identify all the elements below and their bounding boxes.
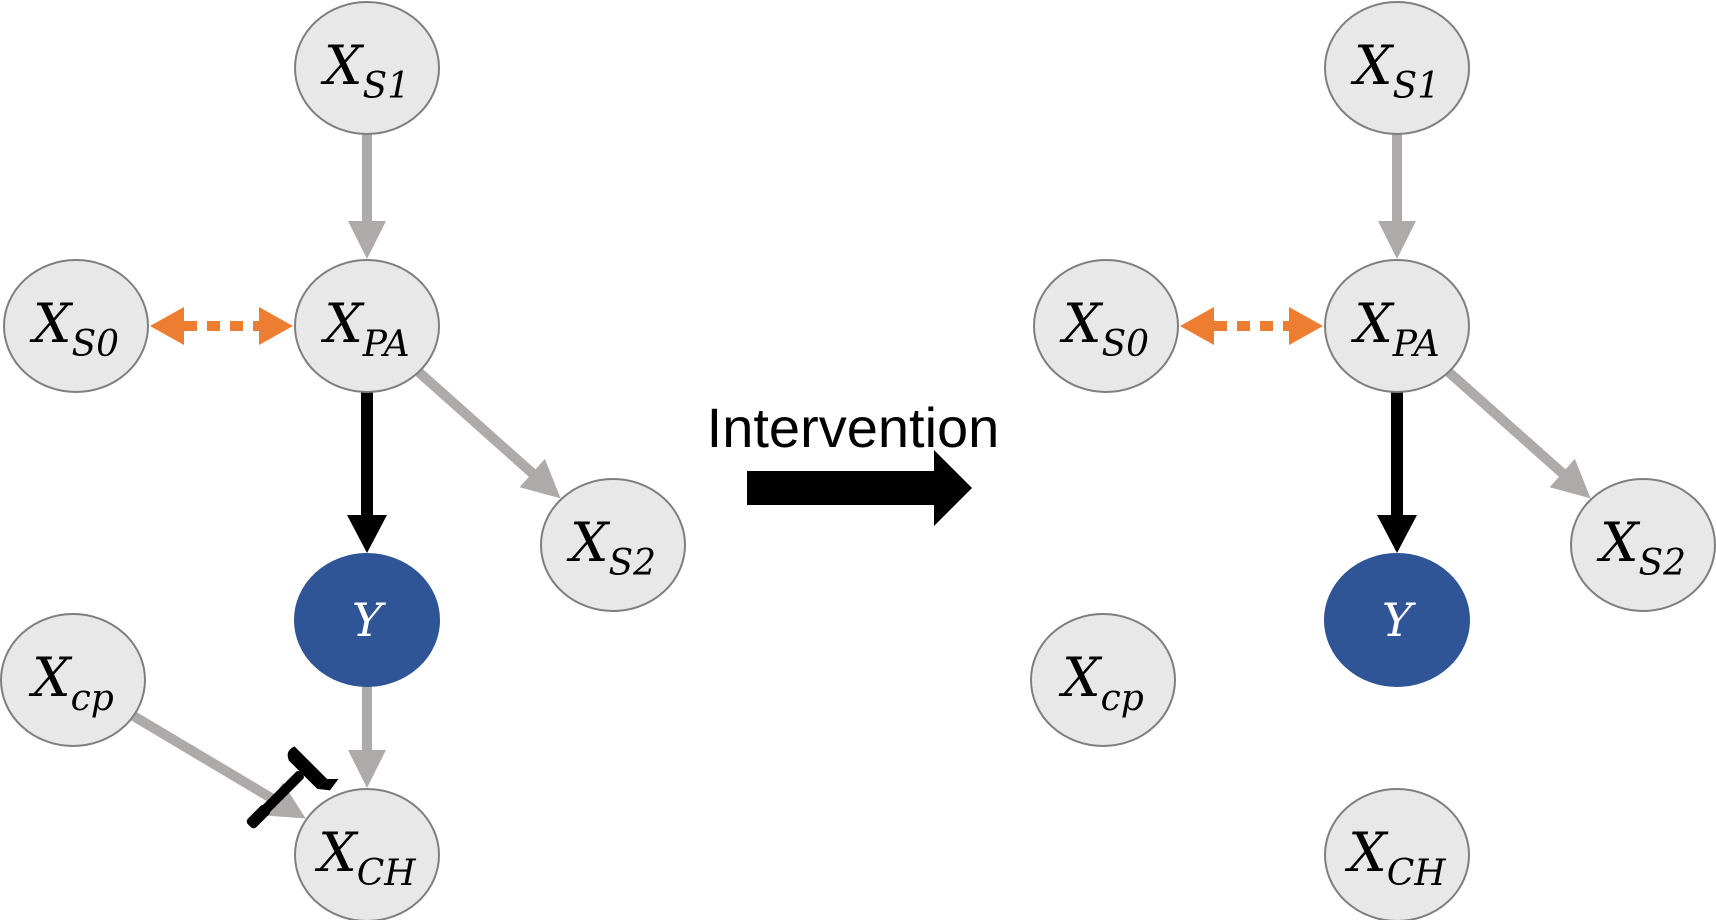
node-label-base: Y [1382, 593, 1417, 647]
intervention-label: Intervention [707, 396, 1000, 459]
node-S1: XS1 [1324, 1, 1470, 135]
node-label-subscript: S2 [1638, 543, 1686, 584]
node-label-base: X [320, 34, 365, 97]
node-label: XS2 [1596, 511, 1686, 584]
hammer-icon [246, 746, 339, 829]
node-label-subscript: cp [1101, 678, 1144, 719]
arrowhead-icon [348, 750, 386, 788]
node-label-subscript: S1 [362, 66, 410, 107]
node-label: XPA [1350, 292, 1439, 365]
node-ellipse [1324, 553, 1470, 687]
node-label-subscript: CH [357, 853, 417, 894]
arrowhead-icon [1180, 307, 1214, 345]
arrowhead-icon [348, 221, 386, 259]
node-S0: XS0 [3, 259, 149, 393]
node-Y: Y [294, 553, 440, 687]
node-label-base: X [1058, 646, 1103, 709]
node-ellipse [0, 613, 146, 747]
arrowhead-icon [263, 782, 306, 819]
node-label-subscript: S1 [1392, 66, 1440, 107]
node-cp: Xcp [1030, 613, 1176, 747]
node-PA: XPA [294, 259, 440, 393]
arrowhead-icon [347, 515, 387, 553]
node-label-base: X [1596, 511, 1641, 574]
node-ellipse [3, 259, 149, 393]
edge-S0-to-PA [150, 307, 293, 345]
arrowhead-icon [1549, 458, 1591, 499]
node-label: XS2 [566, 511, 656, 584]
arrowhead-icon [1289, 307, 1323, 345]
arrowhead-icon [1377, 515, 1417, 553]
arrowhead-icon [519, 458, 561, 499]
edge-PA-to-S2 [415, 368, 561, 499]
node-label-subscript: cp [71, 678, 114, 719]
node-label: XPA [320, 292, 409, 365]
node-label: XS1 [1350, 34, 1440, 107]
node-S2: XS2 [540, 478, 686, 612]
node-ellipse [294, 1, 440, 135]
node-label-base: Y [352, 593, 387, 647]
node-ellipse [540, 478, 686, 612]
node-label: XCH [314, 821, 416, 894]
node-ellipse [1324, 1, 1470, 135]
node-label: XS1 [320, 34, 410, 107]
edge-cp-to-CH [130, 711, 306, 819]
edge-S1-to-PA [348, 134, 386, 259]
node-label-base: X [1344, 821, 1389, 884]
node-label-subscript: PA [362, 324, 410, 365]
node-label: XS0 [1059, 292, 1149, 365]
node-CH: XCH [294, 788, 440, 920]
node-S1: XS1 [294, 1, 440, 135]
node-ellipse [294, 788, 440, 920]
node-S2: XS2 [1570, 478, 1716, 612]
node-label-base: X [1350, 34, 1395, 97]
node-label-base: X [29, 292, 74, 355]
node-ellipse [294, 553, 440, 687]
edge-line [415, 368, 538, 479]
node-label: XS0 [29, 292, 119, 365]
node-label: Y [1382, 593, 1417, 647]
node-ellipse [294, 259, 440, 393]
node-label: XCH [1344, 821, 1446, 894]
node-label-base: X [1059, 292, 1104, 355]
node-label-subscript: S0 [1101, 324, 1149, 365]
node-PA: XPA [1324, 259, 1470, 393]
node-ellipse [1570, 478, 1716, 612]
node-cp: Xcp [0, 613, 146, 747]
node-ellipse [1030, 613, 1176, 747]
node-CH: XCH [1324, 788, 1470, 920]
node-ellipse [1324, 788, 1470, 920]
arrowhead-icon [150, 307, 184, 345]
node-label: Xcp [28, 646, 114, 719]
node-label-subscript: S2 [608, 543, 656, 584]
edge-PA-to-Y [1377, 392, 1417, 553]
node-label-subscript: S0 [71, 324, 119, 365]
node-ellipse [1324, 259, 1470, 393]
node-label-base: X [320, 292, 365, 355]
edge-line [130, 711, 278, 805]
node-label-subscript: CH [1387, 853, 1447, 894]
edge-PA-to-Y [347, 392, 387, 553]
edge-Y-to-CH [348, 686, 386, 788]
node-label-subscript: PA [1392, 324, 1440, 365]
node-Y: Y [1324, 553, 1470, 687]
node-label-base: X [314, 821, 359, 884]
edge-S0-to-PA [1180, 307, 1323, 345]
node-label-base: X [566, 511, 611, 574]
intervention-arrow [747, 450, 972, 526]
node-ellipse [1033, 259, 1179, 393]
arrowhead-icon [259, 307, 293, 345]
node-label: Y [352, 593, 387, 647]
arrowhead-icon [1378, 221, 1416, 259]
edge-line [1445, 368, 1568, 479]
node-label: Xcp [1058, 646, 1144, 719]
node-label-base: X [1350, 292, 1395, 355]
node-S0: XS0 [1033, 259, 1179, 393]
edge-PA-to-S2 [1445, 368, 1591, 499]
edge-S1-to-PA [1378, 134, 1416, 259]
node-label-base: X [28, 646, 73, 709]
